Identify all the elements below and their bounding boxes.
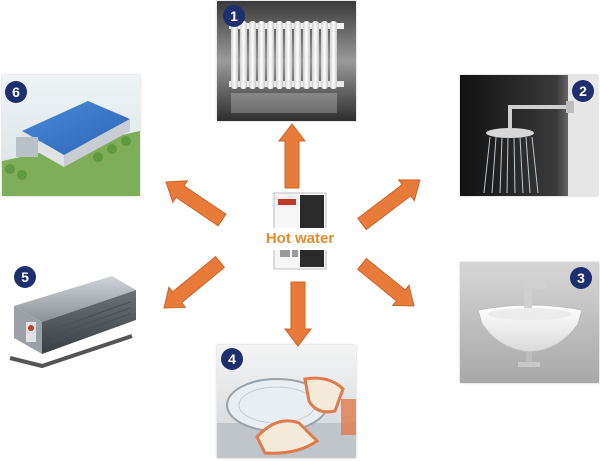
badge-3: 3: [570, 267, 592, 289]
arrow-to-3: [356, 257, 415, 307]
arrow-to-4: [283, 281, 313, 347]
radiator-panel: [217, 1, 356, 121]
arrow-to-6: [165, 180, 227, 227]
factory-panel: [2, 75, 140, 196]
badge-1: 1: [223, 5, 245, 27]
badge-2: 2: [572, 80, 594, 102]
washbasin-panel: [460, 262, 599, 383]
badge-4: 4: [221, 348, 243, 370]
arrow-to-5: [163, 255, 226, 309]
dishwashing-panel: [217, 345, 356, 458]
dishwashing-icon: [217, 345, 356, 458]
washbasin-icon: [460, 262, 599, 383]
badge-5: 5: [14, 266, 36, 288]
arrow-to-1: [277, 123, 307, 189]
arrow-to-2: [357, 179, 421, 231]
hot-water-label: Hot water: [258, 228, 342, 250]
radiator-icon: [217, 1, 356, 121]
factory-building-icon: [2, 75, 140, 196]
badge-6: 6: [5, 81, 27, 103]
